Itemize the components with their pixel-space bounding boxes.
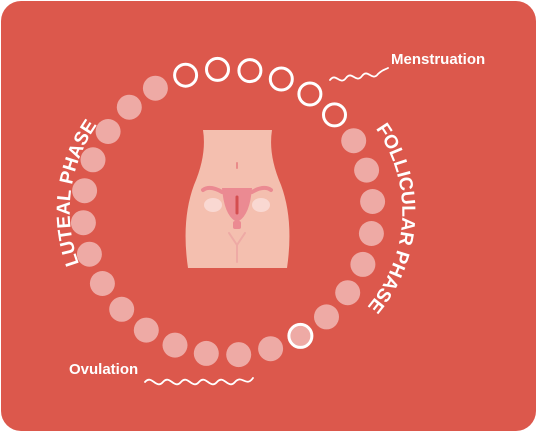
cycle-day-dot <box>350 251 376 277</box>
cycle-day-dot <box>358 221 384 246</box>
menstruation-day-ring <box>297 81 323 107</box>
cycle-day-dot <box>70 210 96 236</box>
cycle-day-dot <box>76 241 102 267</box>
cycle-day-dot <box>360 189 386 214</box>
cycle-day-dot <box>193 340 219 366</box>
cycle-day-dot <box>226 342 252 368</box>
female-body-uterus-icon <box>185 130 290 268</box>
menstruation-day-ring <box>268 66 294 92</box>
menstruation-day-ring <box>205 56 230 82</box>
ovulation-label: Ovulation <box>69 361 138 378</box>
menstruation-label: Menstruation <box>391 51 485 68</box>
cycle-day-dot <box>109 296 135 322</box>
menstruation-day-ring <box>322 102 347 128</box>
cycle-day-dot <box>142 75 168 101</box>
cycle-day-dot <box>162 332 188 358</box>
cycle-day-dot <box>95 119 121 144</box>
cycle-day-dot <box>314 304 339 330</box>
cycle-day-dot <box>116 94 142 120</box>
squiggle-line-icon <box>329 67 389 82</box>
cycle-day-dot <box>335 280 361 306</box>
ovulation-day-dot <box>287 322 314 349</box>
cycle-day-dot <box>354 157 380 183</box>
cycle-day-dot <box>72 178 98 204</box>
cycle-day-dot <box>258 336 284 362</box>
cycle-day-dot <box>341 128 367 154</box>
menstruation-day-ring <box>237 58 263 84</box>
cycle-day-dot <box>89 271 115 296</box>
cycle-day-ring <box>70 56 386 368</box>
cycle-day-dot <box>133 317 159 343</box>
menstruation-day-ring <box>173 62 199 88</box>
cycle-day-dot <box>80 147 106 173</box>
squiggle-line-icon <box>144 377 254 386</box>
